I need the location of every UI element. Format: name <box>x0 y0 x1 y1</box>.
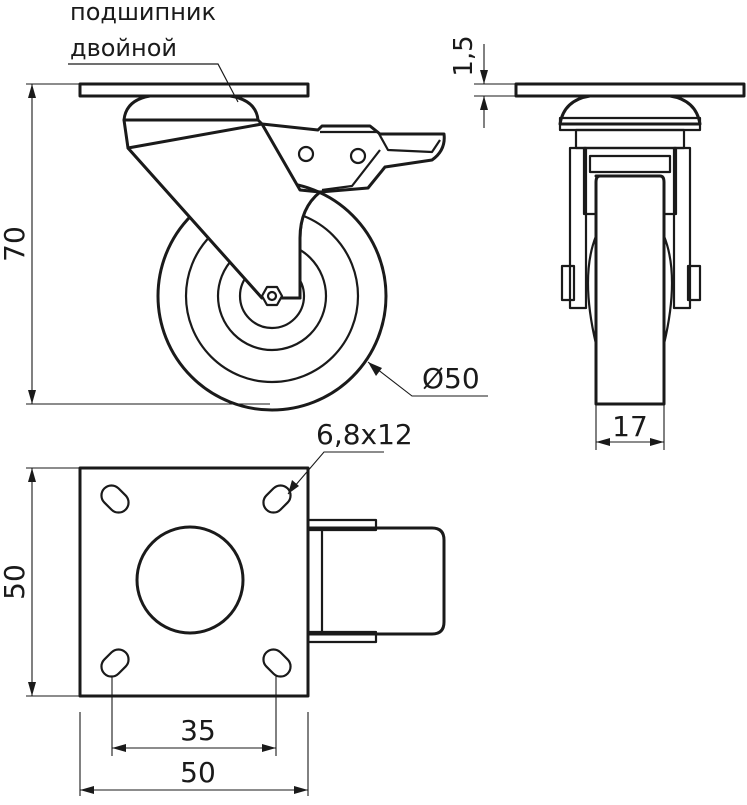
slot-top-right <box>262 484 292 514</box>
height-arrow-bottom <box>28 390 36 404</box>
plate-height-label: 50 <box>0 564 31 600</box>
end-fork-left <box>568 146 588 310</box>
end-view: 1,5 17 <box>449 35 746 450</box>
top-view: 6,8x12 50 35 50 <box>0 418 446 796</box>
slot-leader-arrow <box>288 480 299 494</box>
brake-lever-inner <box>321 149 381 192</box>
end-axle-nut-left <box>560 264 576 302</box>
end-mounting-plate <box>514 82 746 98</box>
plate-width-label: 50 <box>180 756 216 789</box>
slot-bottom-left <box>100 648 130 678</box>
brake-lever <box>320 130 441 154</box>
end-brake-block-inner <box>588 154 672 174</box>
width-arrow-left <box>596 438 610 446</box>
wheel-diameter-label: Ø50 <box>422 362 480 395</box>
bearing-housing <box>122 94 260 122</box>
thickness-arrow-top <box>480 70 488 84</box>
thickness-arrow-bottom <box>480 96 488 110</box>
bearing-label-line1: подшипник <box>70 0 216 26</box>
plate-thickness-label: 1,5 <box>449 35 479 76</box>
diameter-arrow <box>368 362 382 376</box>
end-wheel <box>594 174 666 406</box>
bearing-leader-line <box>68 63 239 103</box>
end-swivel-stem <box>574 128 686 150</box>
fork-rivet-right <box>349 147 367 165</box>
slot-holes <box>100 484 292 678</box>
axle-bolt <box>266 290 278 302</box>
height-arrow-top <box>28 84 36 98</box>
hole-spacing-arrow-left <box>112 744 126 752</box>
plate-width-arrow-right <box>294 786 308 794</box>
top-mounting-plate <box>78 466 310 698</box>
front-view: подшипник двойной 70 Ø50 <box>0 0 488 412</box>
slot-top-left <box>100 484 130 514</box>
end-axle-nut-right <box>686 264 702 302</box>
hole-spacing-label: 35 <box>180 714 216 747</box>
fork-arm <box>126 122 322 300</box>
wheel-width-label: 17 <box>612 410 648 443</box>
axle-nut-icon <box>260 285 284 307</box>
mounting-plate <box>78 82 310 98</box>
end-bearing-housing <box>558 94 702 126</box>
height-total-label: 70 <box>0 226 31 262</box>
end-wheel-hub-left <box>586 235 598 345</box>
diameter-leader-line <box>367 361 488 397</box>
slot-size-label: 6,8x12 <box>316 418 413 451</box>
width-arrow-right <box>650 438 664 446</box>
slot-leader-line <box>287 451 384 495</box>
plate-height-arrow-bottom <box>28 682 36 696</box>
plate-height-arrow-top <box>28 468 36 482</box>
top-wheel-outline <box>306 526 446 636</box>
hole-spacing-arrow-right <box>262 744 276 752</box>
end-fork-right <box>672 146 692 310</box>
bearing-label-line2: двойной <box>70 34 177 62</box>
end-wheel-hub-right <box>662 235 674 345</box>
plate-width-arrow-left <box>80 786 94 794</box>
slot-bottom-right <box>262 648 292 678</box>
top-center-bore <box>135 525 245 635</box>
fork-rivet-left <box>297 145 315 163</box>
